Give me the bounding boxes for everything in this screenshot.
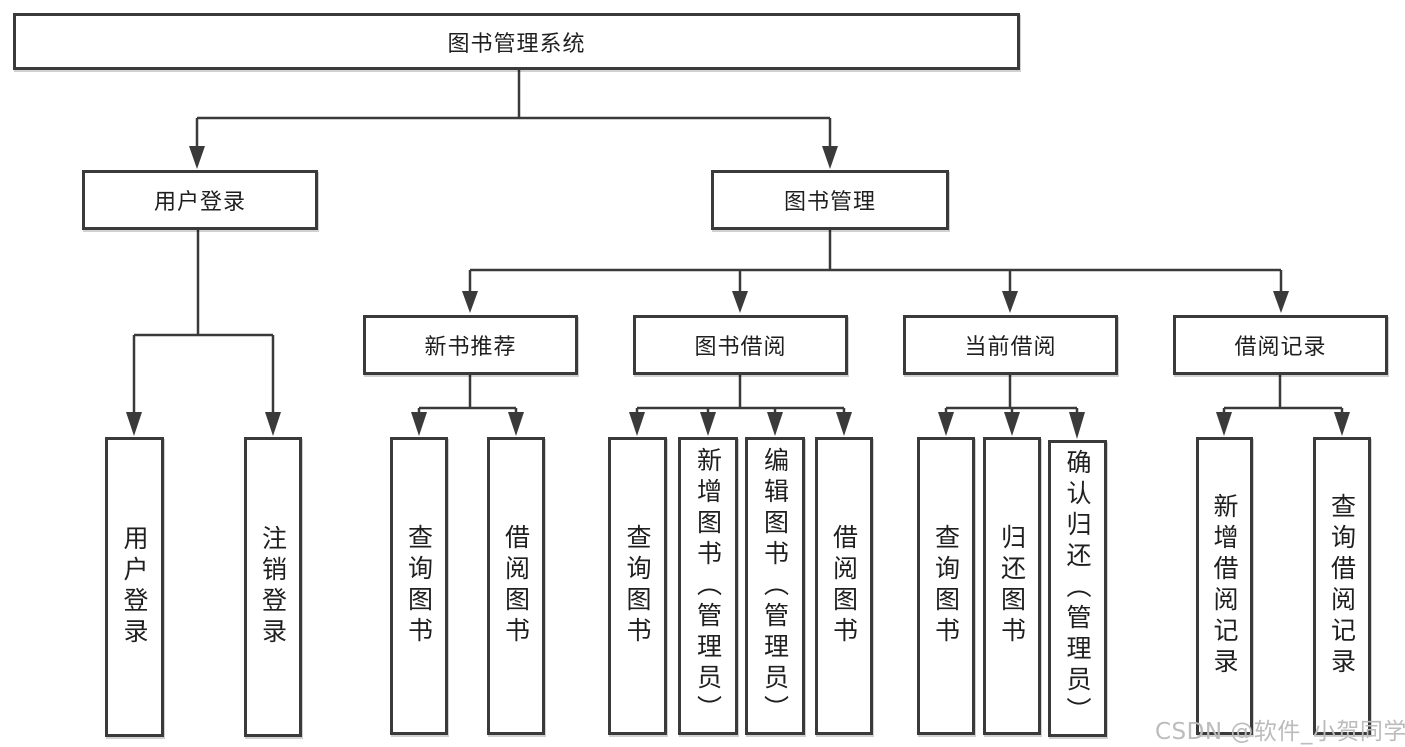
node-current-borrow: 当前借阅	[903, 315, 1118, 375]
csdn-watermark: CSDN @软件_小贺同学	[1155, 719, 1405, 745]
arrowheads	[126, 146, 1350, 439]
node-confirm-return-admin-label: 确认归还（管理员）	[1063, 449, 1092, 728]
node-user-login-leaf: 用户登录	[105, 437, 164, 737]
node-add-borrow-record: 新增借阅记录	[1196, 437, 1253, 735]
node-borrow-records: 借阅记录	[1173, 315, 1388, 375]
node-query-books-recommend: 查询图书	[390, 437, 448, 735]
node-add-book-admin: 新增图书（管理员）	[678, 437, 738, 735]
node-query-books-current-label: 查询图书	[931, 524, 961, 648]
node-user-login: 用户登录	[82, 170, 318, 230]
node-edit-book-admin: 编辑图书（管理员）	[745, 437, 805, 735]
node-current-borrow-label: 当前借阅	[964, 335, 1057, 360]
node-borrow-books-leaf-label: 借阅图书	[829, 524, 859, 648]
node-add-book-admin-label: 新增图书（管理员）	[693, 446, 723, 726]
node-user-login-leaf-label: 用户登录	[120, 525, 149, 649]
node-book-management-label: 图书管理	[783, 190, 876, 215]
node-borrow-books-recommend: 借阅图书	[487, 437, 545, 735]
node-return-books-label: 归还图书	[997, 524, 1027, 648]
node-book-borrow: 图书借阅	[633, 315, 848, 375]
node-book-management: 图书管理	[711, 170, 949, 230]
node-logout-leaf-label: 注销登录	[258, 525, 288, 649]
node-borrow-books-recommend-label: 借阅图书	[501, 524, 531, 648]
node-new-book-recommend: 新书推荐	[363, 315, 578, 375]
node-query-borrow-record: 查询借阅记录	[1313, 437, 1371, 735]
node-new-book-recommend-label: 新书推荐	[424, 335, 517, 360]
node-edit-book-admin-label: 编辑图书（管理员）	[760, 446, 790, 726]
node-user-login-label: 用户登录	[153, 190, 246, 215]
node-return-books: 归还图书	[983, 437, 1041, 735]
node-query-books-borrow: 查询图书	[608, 437, 667, 735]
node-logout-leaf: 注销登录	[244, 437, 302, 737]
node-library-system-label: 图书管理系统	[447, 31, 586, 57]
node-library-system: 图书管理系统	[13, 13, 1020, 70]
node-add-borrow-record-label: 新增借阅记录	[1210, 493, 1239, 679]
node-query-books-recommend-label: 查询图书	[404, 524, 434, 648]
node-query-borrow-record-label: 查询借阅记录	[1327, 493, 1357, 679]
node-confirm-return-admin: 确认归还（管理员）	[1048, 440, 1107, 737]
node-query-books-current: 查询图书	[917, 437, 975, 735]
node-borrow-records-label: 借阅记录	[1234, 335, 1327, 360]
node-book-borrow-label: 图书借阅	[694, 335, 787, 360]
node-borrow-books-leaf: 借阅图书	[815, 437, 873, 735]
node-query-books-borrow-label: 查询图书	[623, 524, 652, 648]
